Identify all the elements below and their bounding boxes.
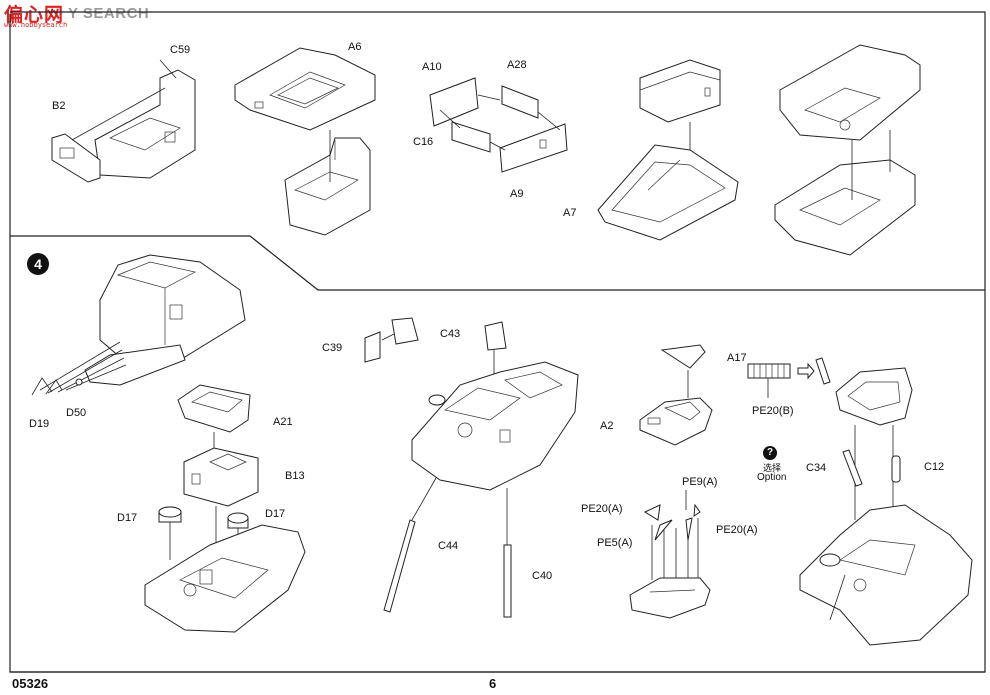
watermark-logo: 偏心网 Y SEARCH www.hobbysearch	[4, 2, 150, 30]
step3-part-a10	[429, 77, 479, 127]
label-c39: C39	[322, 342, 343, 354]
label-a9: A9	[510, 188, 524, 200]
label-c34: C34	[806, 462, 827, 474]
label-c43: C43	[440, 328, 461, 340]
step4-part-a17	[660, 344, 706, 369]
step4-part-pe20b	[747, 357, 831, 398]
label-pe20b: PE20(B)	[752, 405, 794, 417]
step4-part-a21	[177, 384, 251, 452]
label-c12: C12	[924, 461, 945, 473]
label-d17-right: D17	[265, 508, 286, 520]
step4-part-d17-right	[227, 512, 249, 529]
label-c44: C44	[438, 540, 459, 552]
watermark-en: Y SEARCH	[68, 4, 150, 22]
step4-part-lower-hull-left	[144, 524, 306, 633]
label-c40: C40	[532, 570, 553, 582]
step3-part-a6	[234, 47, 376, 131]
step3-part-lower-a6	[284, 130, 371, 236]
step4-part-d17-left	[158, 506, 182, 523]
step4-part-right-top	[835, 367, 913, 426]
step4-part-c34	[842, 449, 863, 487]
label-pe20a-left: PE20(A)	[581, 503, 623, 515]
label-pe5: PE5(A)	[597, 537, 633, 549]
step3-part-b2	[51, 133, 101, 183]
step4-part-c43	[391, 317, 419, 345]
label-a17: A17	[727, 352, 747, 364]
watermark-url: www.hobbysearch	[4, 21, 68, 29]
label-a10: A10	[422, 61, 442, 73]
label-a7: A7	[563, 207, 577, 219]
label-a21: A21	[273, 416, 293, 428]
product-code: 05326	[12, 676, 49, 691]
label-a2: A2	[600, 420, 614, 432]
step4-part-c40	[503, 488, 512, 618]
step4-part-small-block	[484, 321, 507, 351]
step4-part-tower	[84, 254, 246, 386]
label-c16: C16	[413, 136, 434, 148]
label-option-en: Option	[757, 472, 787, 483]
label-a6: A6	[348, 41, 362, 53]
option-question-icon: ?	[763, 446, 777, 460]
step4-part-b13	[183, 447, 259, 507]
step4-part-c39	[364, 331, 381, 363]
step4-part-c44	[383, 477, 437, 613]
step3-part-c16	[451, 121, 491, 153]
step4-part-a2	[639, 397, 713, 446]
step-number-4: 4	[27, 253, 49, 275]
label-c59: C59	[170, 44, 191, 56]
watermark-cn: 偏心网	[4, 3, 65, 26]
label-pe9: PE9(A)	[682, 476, 718, 488]
step4-part-lower-hull-right	[799, 504, 973, 646]
step3-part-c59	[94, 69, 196, 179]
step3-part-a7	[597, 59, 739, 241]
step4-part-c12	[891, 455, 901, 483]
step3-part-a28	[501, 85, 539, 119]
label-d50: D50	[66, 407, 87, 419]
step4-part-d19-d50-guns	[31, 341, 127, 396]
label-b2: B2	[52, 100, 66, 112]
page-number: 6	[489, 676, 497, 691]
label-b13: B13	[285, 470, 305, 482]
label-a28: A28	[507, 59, 527, 71]
step3-part-right-lower	[774, 130, 916, 256]
step4-part-pe-group	[629, 490, 711, 619]
step3-part-a9	[499, 123, 568, 173]
label-d17-left: D17	[117, 512, 138, 524]
label-d19: D19	[29, 418, 50, 430]
step3-part-right-upper	[779, 44, 921, 141]
step4-part-center-hull	[411, 361, 579, 491]
label-pe20a-right: PE20(A)	[716, 524, 758, 536]
label-option-cn: 选择	[763, 463, 782, 473]
